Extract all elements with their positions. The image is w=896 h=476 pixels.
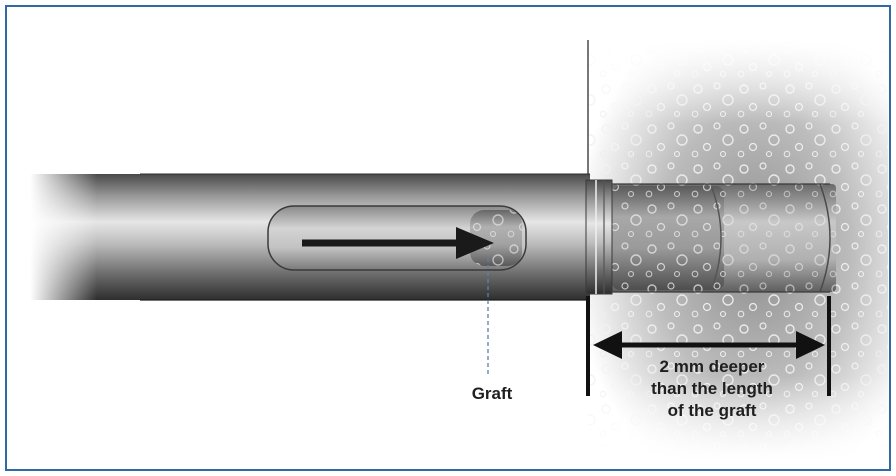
graft-plug <box>612 186 724 290</box>
depth-annotation: 2 mm deeper than the length of the graft <box>612 356 812 422</box>
push-arrow <box>302 227 494 259</box>
depth-dimension <box>586 296 831 396</box>
bone-surface <box>587 40 888 460</box>
tube-window <box>267 205 527 271</box>
depth-annotation-line-1: 2 mm deeper <box>659 357 765 376</box>
graft-label: Graft <box>471 384 513 403</box>
depth-annotation-line-3: of the graft <box>667 401 757 420</box>
depth-annotation-line-2: than the length <box>651 379 773 398</box>
